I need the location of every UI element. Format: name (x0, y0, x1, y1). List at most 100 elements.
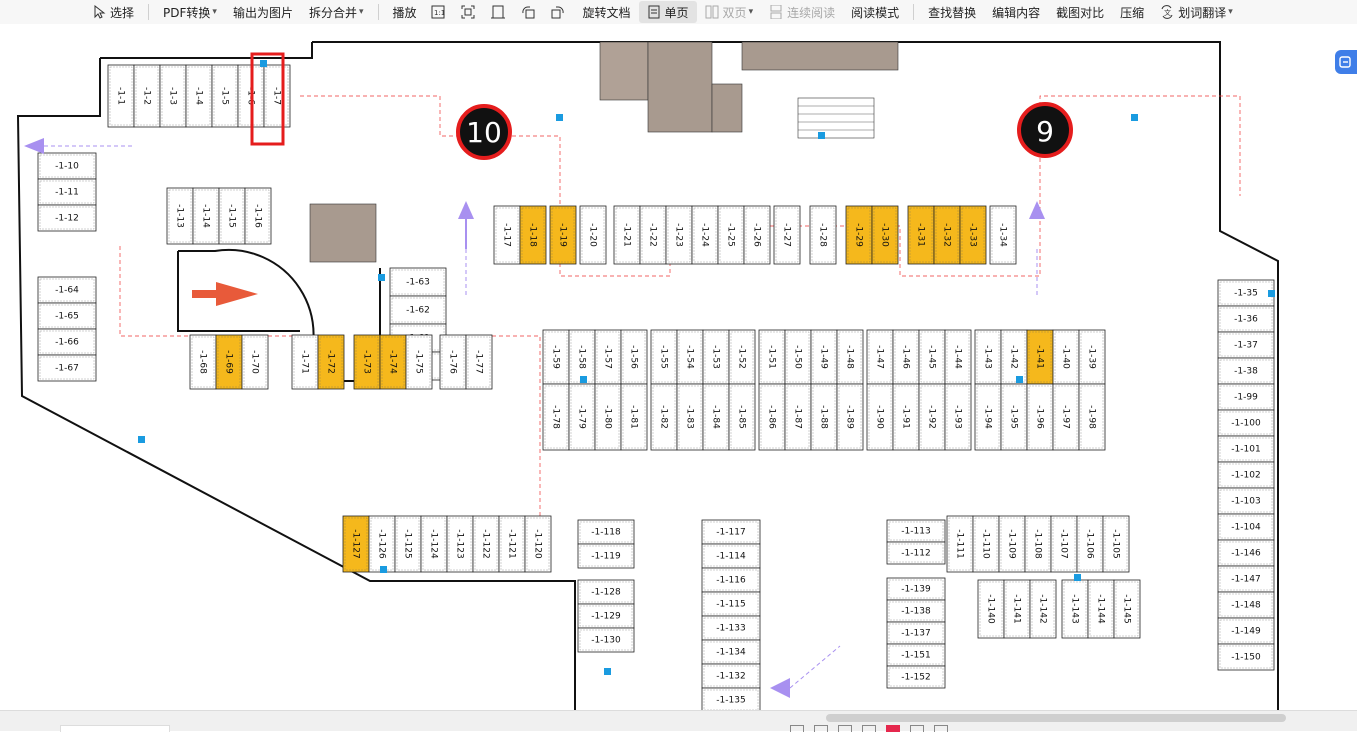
screenshot-compare-button[interactable]: 截图对比 (1048, 1, 1112, 23)
stall-inner-outline (888, 623, 944, 643)
single-page-button[interactable]: 单页 (638, 1, 697, 23)
view-icon[interactable] (910, 725, 924, 732)
fit-page-button[interactable] (455, 1, 485, 23)
stall-label: -1-75 (414, 350, 424, 374)
red-dashed-outlines (119, 95, 1241, 526)
parking-stall (974, 383, 1002, 451)
pdf-convert-dropdown[interactable]: PDF转换▾ (155, 1, 225, 23)
stall-inner-outline (1219, 437, 1273, 461)
rotate-right-button[interactable] (545, 1, 575, 23)
stall-label: -1-41 (1035, 345, 1045, 369)
parking-stall (342, 515, 370, 573)
play-button[interactable]: 播放 (385, 1, 425, 23)
stall-inner-outline (293, 336, 317, 388)
play-label: 播放 (392, 5, 417, 20)
stall-label: -1-143 (1070, 594, 1080, 623)
side-assistant-button[interactable] (1335, 50, 1357, 74)
highlight-icon[interactable] (886, 725, 900, 732)
stall-label: -1-32 (942, 223, 952, 247)
stall-inner-outline (579, 521, 633, 543)
view-icon[interactable] (862, 725, 876, 732)
parking-stall (1076, 515, 1104, 573)
rotate-left-button[interactable] (515, 1, 545, 23)
stall-inner-outline (407, 336, 431, 388)
parking-stall (37, 328, 97, 356)
stall-inner-outline (1028, 331, 1052, 383)
translate-dropdown[interactable]: 文 划词翻译▾ (1152, 1, 1241, 23)
horizontal-scrollbar[interactable] (826, 714, 1286, 722)
view-icon[interactable] (814, 725, 828, 732)
floor-plan-drawing: -1-1-1-2-1-3-1-4-1-5-1-6-1-7-1-10-1-11-1… (16, 41, 1279, 710)
parking-stall (650, 383, 678, 451)
stall-label: -1-44 (953, 345, 963, 369)
stall-inner-outline (1219, 489, 1273, 513)
parking-stall (1217, 279, 1275, 307)
view-icon[interactable] (934, 725, 948, 732)
parking-stall (620, 329, 648, 385)
stall-inner-outline (920, 331, 944, 383)
parking-stall (1217, 539, 1275, 567)
stall-label: -1-137 (901, 629, 930, 639)
double-page-dropdown[interactable]: 双页▾ (697, 1, 762, 23)
fit-width-button[interactable] (485, 1, 515, 23)
stall-inner-outline (948, 517, 972, 571)
compress-button[interactable]: 压缩 (1112, 1, 1152, 23)
stall-inner-outline (1063, 581, 1087, 637)
stall-label: -1-22 (648, 223, 658, 247)
stall-label: -1-114 (716, 552, 746, 562)
status-bar (0, 710, 1357, 732)
continuous-read-label: 连续阅读 (787, 5, 836, 20)
parking-stall (871, 205, 899, 265)
stall-label: -1-30 (880, 223, 890, 247)
stall-inner-outline (1080, 331, 1104, 383)
stall-inner-outline (39, 330, 95, 354)
parking-stall (1217, 513, 1275, 541)
stall-inner-outline (191, 336, 215, 388)
stall-label: -1-21 (622, 223, 632, 247)
parking-stall (1003, 579, 1031, 639)
stall-inner-outline (703, 641, 759, 663)
stall-inner-outline (786, 331, 810, 383)
view-icon[interactable] (838, 725, 852, 732)
find-replace-button[interactable]: 查找替换 (920, 1, 984, 23)
parking-stall (836, 329, 864, 385)
stall-inner-outline (812, 385, 836, 449)
page-tab[interactable] (60, 725, 170, 732)
edit-content-button[interactable]: 编辑内容 (984, 1, 1048, 23)
export-image-button[interactable]: 输出为图片 (225, 1, 301, 23)
stall-label: -1-147 (1231, 575, 1260, 585)
edit-content-label: 编辑内容 (992, 5, 1041, 20)
stall-inner-outline (760, 385, 784, 449)
document-canvas[interactable]: -1-1-1-2-1-3-1-4-1-5-1-6-1-7-1-10-1-11-1… (0, 36, 1357, 710)
stall-inner-outline (847, 207, 871, 263)
select-tool-button[interactable]: 选择 (84, 1, 142, 23)
split-merge-dropdown[interactable]: 拆分合并▾ (301, 1, 372, 23)
read-mode-button[interactable]: 阅读模式 (843, 1, 907, 23)
stall-label: -1-96 (1035, 405, 1045, 429)
stall-inner-outline (39, 356, 95, 380)
stall-inner-outline (441, 336, 465, 388)
view-icon[interactable] (790, 725, 804, 732)
stall-inner-outline (39, 180, 95, 204)
stall-label: -1-34 (998, 223, 1008, 247)
stall-inner-outline (976, 385, 1000, 449)
actual-size-button[interactable]: 1:1 (425, 1, 455, 23)
stall-inner-outline (703, 593, 759, 615)
stall-label: -1-120 (533, 529, 543, 559)
rotate-document-button[interactable]: 旋转文档 (575, 1, 639, 23)
assistant-icon (1339, 56, 1351, 68)
parking-stall (1024, 515, 1052, 573)
stall-label: -1-74 (388, 350, 398, 374)
parking-stall (701, 543, 761, 569)
stall-inner-outline (1219, 541, 1273, 565)
rotate-right-icon (551, 6, 564, 19)
parking-stall (317, 334, 345, 390)
continuous-read-button[interactable]: 连续阅读 (761, 1, 843, 23)
zoom-ratio-text: 1:1 (434, 9, 445, 17)
stall-inner-outline (1219, 359, 1273, 383)
stall-inner-outline (838, 385, 862, 449)
parking-stall (866, 329, 894, 385)
stall-inner-outline (888, 645, 944, 665)
stall-label: -1-129 (591, 612, 621, 622)
shaded-rooms (309, 41, 899, 263)
